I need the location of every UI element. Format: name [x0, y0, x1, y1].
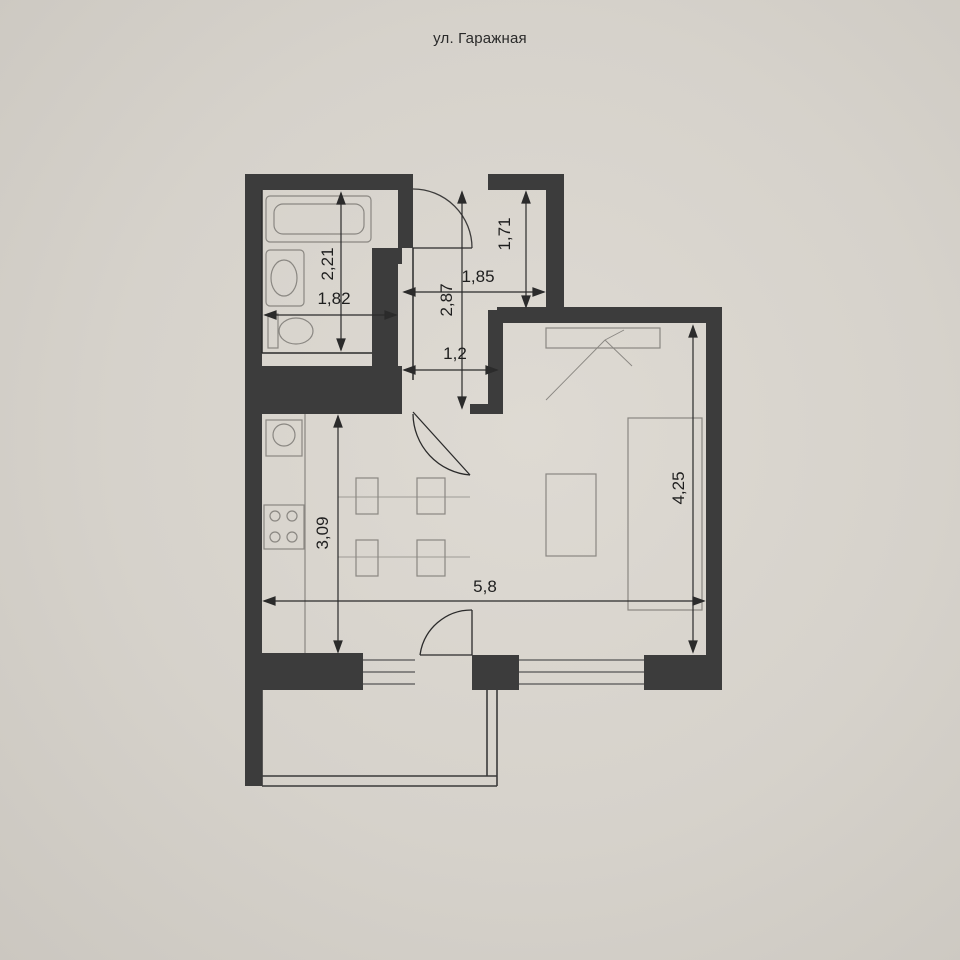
washbasin-icon	[265, 249, 305, 307]
wall-top-niche	[488, 174, 564, 190]
dim-bath-width: 1,82	[317, 289, 350, 308]
stove-icon	[263, 504, 305, 550]
dim-hall-length: 2,87	[437, 283, 456, 316]
washbasin-bowl	[270, 259, 298, 297]
wardrobe-icon	[545, 327, 661, 349]
chair-icon	[416, 477, 446, 515]
wall-left	[245, 174, 262, 786]
dim-kitchen-length: 3,09	[313, 516, 332, 549]
dim-line-niche-length	[521, 190, 531, 309]
dim-line-total-width	[262, 596, 706, 606]
wall-bath-kitchen	[262, 366, 402, 414]
dimension-labels: 2,21 1,82 2,87 1,85 1,2 1,71 3,09 4,25 5…	[313, 217, 688, 596]
wall-niche-right	[546, 174, 564, 320]
door-balcony	[419, 609, 473, 656]
furniture	[263, 195, 703, 653]
wall-bottom-left	[245, 653, 363, 690]
balcony	[261, 690, 498, 787]
dim-hall-width-top: 1,85	[461, 267, 494, 286]
dim-niche-length: 1,71	[495, 217, 514, 250]
kitchen-sink-icon	[265, 419, 303, 457]
wall-bottom-right	[644, 655, 722, 690]
wall-bottom-pier	[472, 655, 519, 690]
bathtub-icon	[265, 195, 372, 243]
wall-hall-room	[488, 310, 503, 412]
dim-line-hall-width-top	[402, 287, 546, 297]
bathtub-inner	[273, 203, 365, 235]
sofa-icon	[627, 417, 703, 611]
dim-total-width: 5,8	[473, 577, 497, 596]
dimension-lines	[262, 190, 706, 654]
dim-hall-width-bottom: 1,2	[443, 344, 467, 363]
wall-bath-hall-upper	[398, 174, 413, 248]
wall-hall-room-foot	[470, 404, 503, 414]
wall-right	[706, 307, 722, 690]
dim-line-hall-length	[457, 190, 467, 410]
wall-top-bathroom	[245, 174, 413, 190]
dim-bath-length: 2,21	[318, 247, 337, 280]
door-entrance	[412, 411, 471, 476]
street-label: ул. Гаражная	[433, 30, 527, 47]
dim-line-bath-width	[263, 310, 398, 320]
windows	[363, 659, 644, 685]
doors	[412, 188, 473, 656]
chair-icon	[416, 539, 446, 577]
walls	[245, 174, 722, 786]
coffee-table-icon	[545, 473, 597, 557]
kitchen-sink-bowl	[272, 423, 296, 447]
chair-icon	[355, 477, 379, 515]
dim-line-hall-width-bottom	[402, 365, 499, 375]
dim-line-bath-length	[336, 191, 346, 352]
window-kitchen	[363, 659, 415, 685]
toilet-icon	[278, 317, 314, 345]
wall-top-room	[497, 307, 722, 323]
chair-icon	[355, 539, 379, 577]
dim-line-kitchen-length	[333, 414, 343, 654]
dim-room-length: 4,25	[669, 471, 688, 504]
window-room	[519, 659, 644, 685]
inner-wall-lines	[261, 190, 414, 380]
